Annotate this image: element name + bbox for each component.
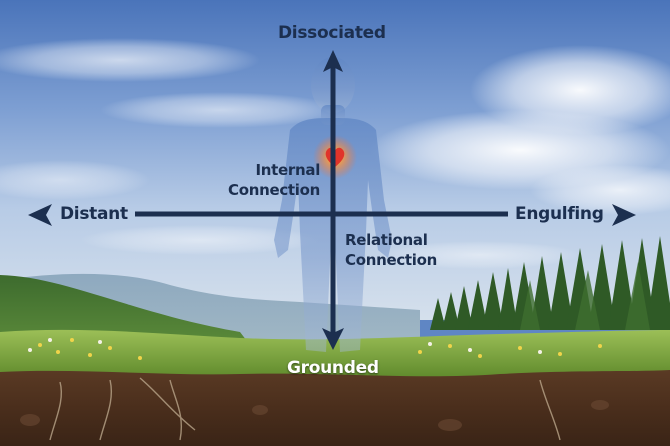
arrow-left-icon [28, 204, 52, 226]
arrow-right-icon [612, 204, 636, 226]
quadrant-label-line: Internal [255, 161, 321, 179]
quadrant-label-line: Connection [228, 181, 321, 199]
quadrant-label-relational-connection: Relational Connection [345, 230, 437, 270]
arrow-down-icon [322, 328, 344, 350]
axis-label-left: Distant [60, 204, 128, 224]
quadrant-label-internal-connection: Internal Connection [228, 160, 320, 200]
quadrant-label-line: Connection [345, 251, 438, 269]
axis-label-bottom: Grounded [287, 358, 379, 378]
quadrant-label-line: Relational [345, 231, 428, 249]
arrow-up-icon [323, 50, 343, 72]
axis-label-right: Engulfing [515, 204, 604, 224]
axis-label-top: Dissociated [278, 23, 386, 43]
